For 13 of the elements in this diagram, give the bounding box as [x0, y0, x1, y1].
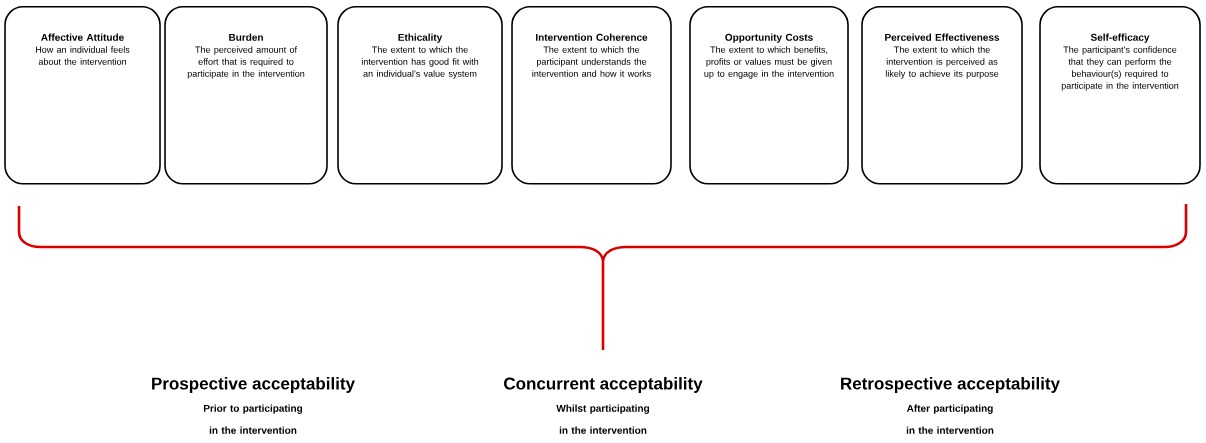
subheading: Prior to participating in the intervention: [203, 404, 303, 434]
text-box: Intervention Coherence The extent to which the participant understands the intervention and how it works: [511, 6, 672, 185]
text-box: Ethicality The extent to which the intervention has good fit with an individual’s value system: [337, 6, 503, 185]
text-box: Affective Attitude How an individual feels about the intervention: [4, 6, 161, 185]
text-box: Perceived Effectiveness The extent to which the intervention is perceived as likely to achieve its purpose: [861, 6, 1023, 185]
subheading: Whilst participating in the intervention: [556, 404, 649, 434]
subheading: After participating in the intervention: [906, 404, 994, 434]
heading: Prospective acceptability: [152, 377, 355, 393]
heading: Concurrent acceptability: [504, 377, 703, 393]
text-box: Burden The perceived amount of effort that is required to participate in the intervention: [164, 6, 328, 185]
text-box: Opportunity Costs The extent to which benefits, profits or values must be given up to engage in the intervention: [689, 6, 849, 185]
heading: Retrospective acceptability: [841, 377, 1060, 393]
text-box: Self-efficacy The participant’s confidence that they can perform the behaviour(s) required to participate in the intervention: [1039, 6, 1201, 185]
